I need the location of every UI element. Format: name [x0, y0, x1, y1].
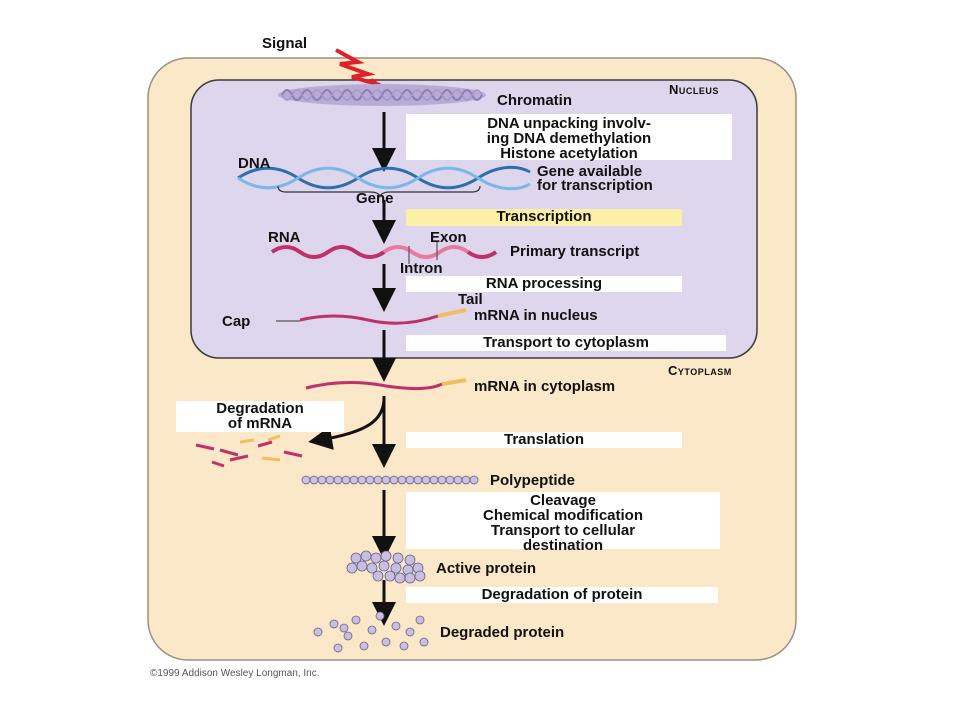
mrna-cytoplasm-icon — [305, 378, 467, 391]
signal-label: Signal — [262, 35, 308, 52]
copyright-notice: ©1999 Addison Wesley Longman, Inc. — [150, 668, 320, 679]
step-dna-unpacking: DNA unpacking involv- ing DNA demethylat… — [406, 114, 732, 162]
nucleus-label: Nucleus — [669, 82, 719, 97]
active-protein-icon — [346, 550, 426, 584]
step-degradation-protein: Degradation of protein — [406, 587, 718, 603]
tail-label: Tail — [458, 291, 483, 308]
degraded-protein-label: Degraded protein — [440, 624, 565, 641]
intron-label: Intron — [400, 260, 443, 277]
step-dna-unpacking-line2: ing DNA demethylation — [486, 130, 652, 147]
dna-label: DNA — [238, 155, 271, 172]
step-transport-cytoplasm: Transport to cytoplasm — [406, 335, 726, 351]
cap-label: Cap — [222, 313, 251, 330]
mrna-nucleus-label: mRNA in nucleus — [474, 307, 598, 324]
step-translation: Translation — [406, 432, 682, 448]
primary-transcript-label: Primary transcript — [510, 243, 640, 260]
gene-available-label-1: Gene available — [537, 163, 643, 180]
step-cleavage: Cleavage Chemical modification Transport… — [406, 492, 720, 553]
signal-bolt-icon — [335, 48, 381, 87]
degradation-mrna-line2: of mRNA — [227, 415, 293, 432]
step-cleavage-line4: destination — [522, 537, 603, 554]
chromatin-icon — [278, 84, 486, 106]
mrna-nucleus-icon — [276, 308, 467, 325]
gene-available-label-2: for transcription — [537, 177, 653, 194]
step-rna-processing: RNA processing — [406, 276, 682, 292]
step-cleavage-line1: Cleavage — [530, 492, 596, 509]
step-cleavage-line3: Transport to cellular — [490, 522, 636, 539]
gene-bracket — [277, 185, 481, 198]
step-cleavage-line2: Chemical modification — [482, 507, 644, 524]
degradation-branch-arrow — [308, 397, 386, 450]
polypeptide-label: Polypeptide — [490, 472, 576, 489]
active-protein-label: Active protein — [436, 560, 537, 577]
dna-helix-icon — [237, 165, 531, 191]
rna-label: RNA — [268, 229, 301, 246]
step-dna-unpacking-line1: DNA unpacking involv- — [487, 115, 651, 132]
degraded-protein-icon — [313, 611, 429, 653]
exon-label: Exon — [430, 229, 467, 246]
degradation-mrna-line1: Degradation — [216, 400, 304, 417]
polypeptide-icon — [301, 475, 479, 485]
primary-transcript-icon — [270, 242, 498, 264]
gene-label: Gene — [356, 190, 394, 207]
step-dna-unpacking-line3: Histone acetylation — [500, 145, 638, 162]
mrna-cytoplasm-label: mRNA in cytoplasm — [474, 378, 616, 395]
degradation-mrna-box: Degradation of mRNA — [176, 401, 344, 432]
cytoplasm-label: Cytoplasm — [668, 363, 732, 378]
mrna-fragments-icon — [195, 434, 303, 468]
step-transcription: Transcription — [406, 209, 682, 226]
chromatin-label: Chromatin — [497, 92, 572, 109]
